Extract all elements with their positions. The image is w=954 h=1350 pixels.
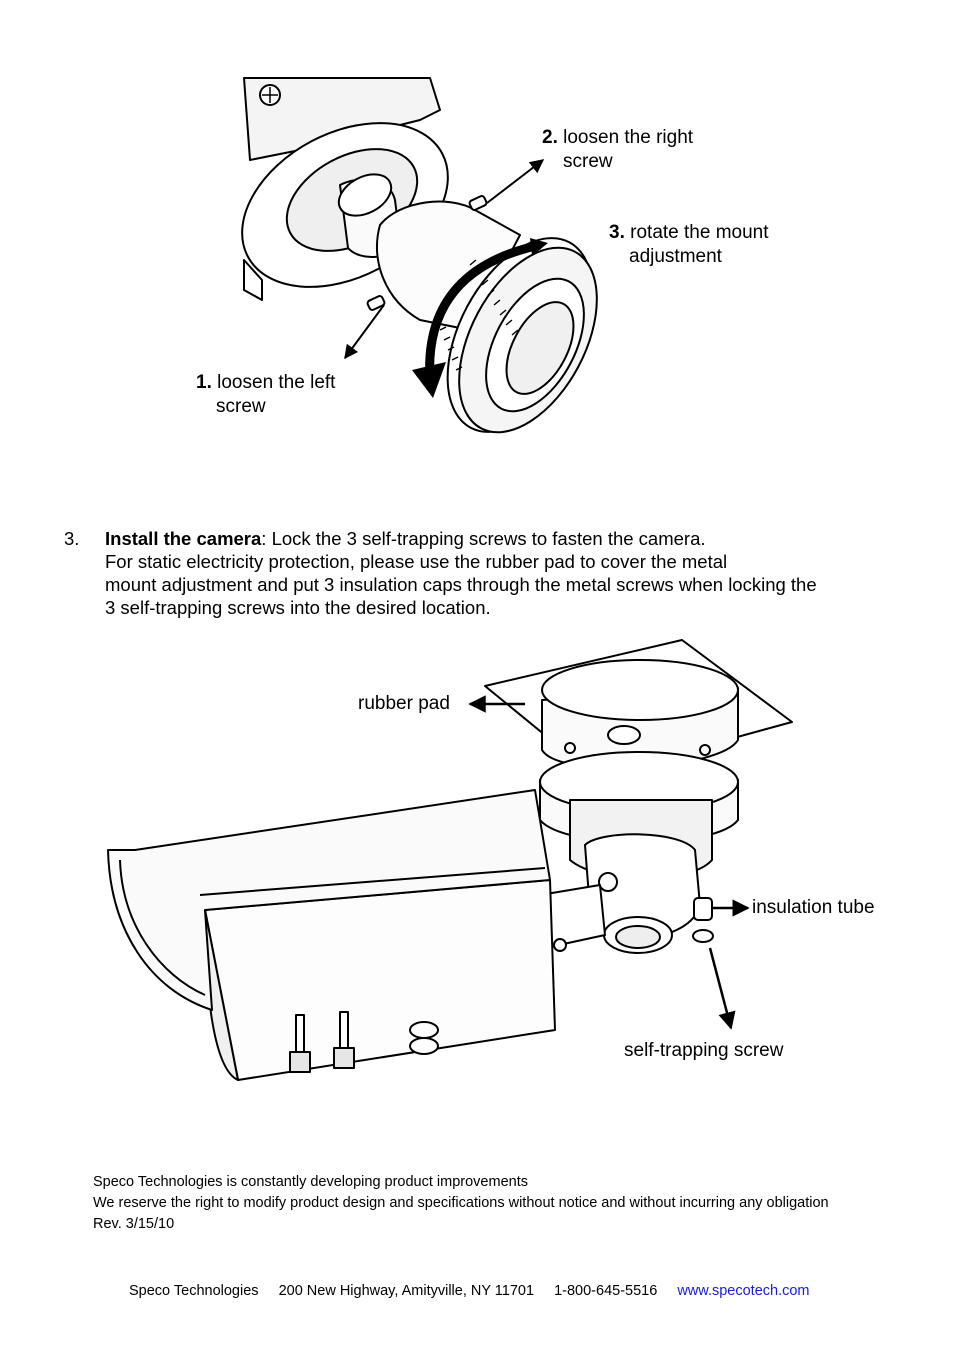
step-3-instructions: Install the camera: Lock the 3 self-trap… [105, 527, 905, 619]
mount-adjustment-illustration [241, 77, 598, 434]
footer-note: Speco Technologies is constantly develop… [93, 1174, 528, 1190]
label-insulation-tube: insulation tube [752, 897, 875, 918]
callout-number: 3. [609, 222, 625, 243]
callout-text: adjustment [629, 246, 722, 267]
callout-number: 1. [196, 372, 212, 393]
contact-line: Speco Technologies 200 New Highway, Amit… [129, 1283, 826, 1299]
step-line: mount adjustment and put 3 insulation ca… [105, 574, 817, 595]
revision-label: Rev. 3/15/10 [93, 1216, 175, 1232]
step-lead: : Lock the 3 self-trapping screws to fas… [261, 528, 706, 549]
footer-note: We reserve the right to modify product d… [93, 1195, 829, 1211]
step-title: Install the camera [105, 528, 262, 549]
company-address: 200 New Highway, Amityville, NY 11701 [278, 1283, 535, 1299]
footer-notes: Speco Technologies is constantly develop… [93, 1172, 923, 1235]
website-link[interactable]: www.specotech.com [677, 1283, 810, 1299]
camera-install-illustration [107, 639, 793, 1081]
callout-text: loosen the left [217, 372, 336, 393]
callout-text: loosen the right [563, 127, 694, 148]
callout-text: rotate the mount [630, 222, 769, 243]
company-phone: 1-800-645-5516 [554, 1283, 658, 1299]
label-rubber-pad: rubber pad [358, 693, 450, 714]
step-line: For static electricity protection, pleas… [105, 551, 728, 572]
label-self-trapping-screw: self-trapping screw [624, 1040, 784, 1061]
callout-text: screw [563, 151, 613, 172]
step-line: 3 self-trapping screws into the desired … [105, 597, 491, 618]
company-name: Speco Technologies [129, 1283, 259, 1299]
callout-rotate-mount: 3. rotate the mount adjustment [609, 221, 769, 269]
callout-text: screw [216, 396, 266, 417]
callout-loosen-right-screw: 2. loosen the right screw [542, 126, 693, 174]
step-number: 3. [64, 528, 80, 549]
callout-number: 2. [542, 127, 558, 148]
callout-loosen-left-screw: 1. loosen the left screw [196, 371, 335, 419]
